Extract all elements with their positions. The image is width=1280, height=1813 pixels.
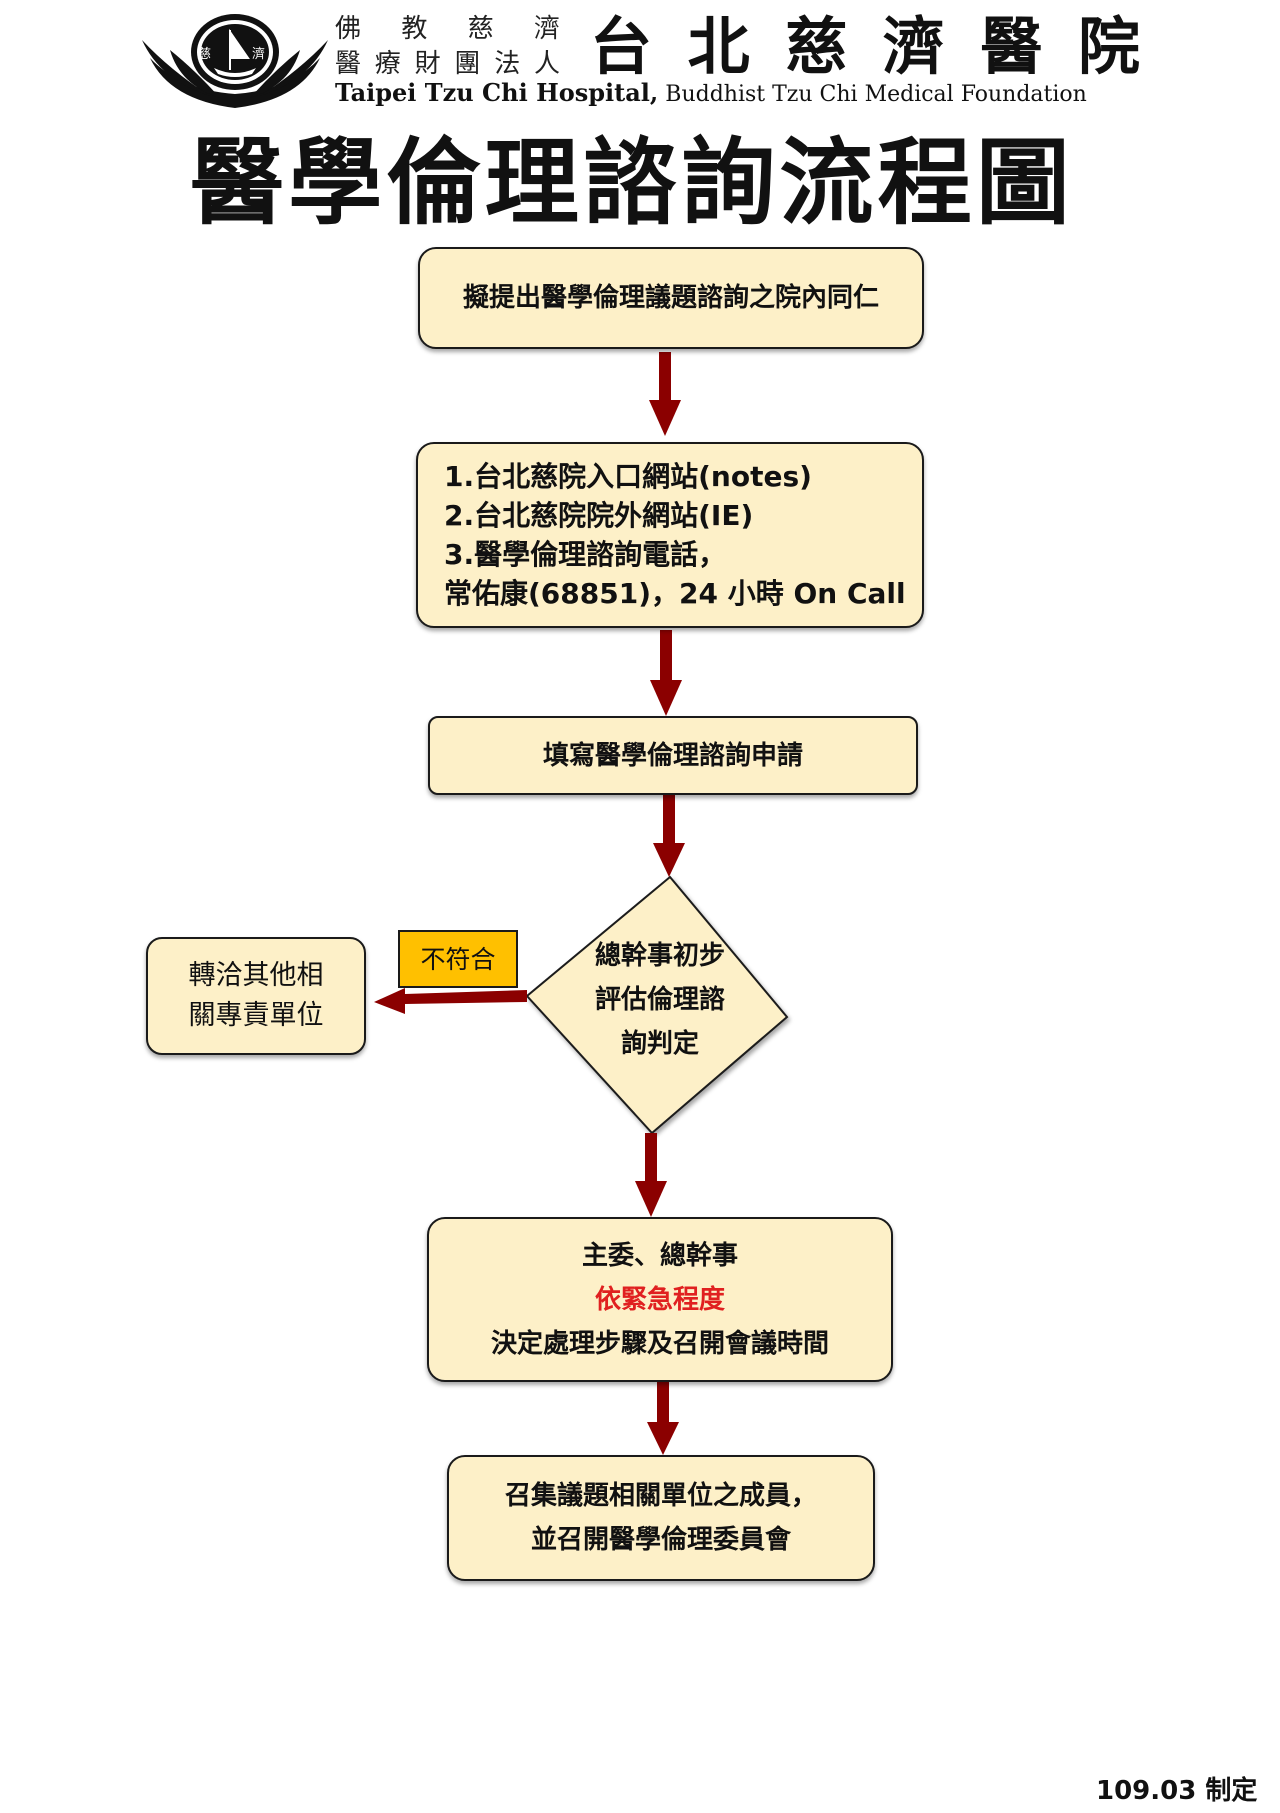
decision-line: 總幹事初步	[594, 941, 725, 971]
hospital-char: 濟	[882, 10, 945, 83]
arrow-shaft	[660, 630, 672, 680]
hospital-name-en-main: Taipei Tzu Chi Hospital,	[335, 78, 659, 107]
hospital-char: 慈	[785, 10, 848, 83]
arrow-head	[647, 1422, 679, 1455]
decision-line: 詢判定	[620, 1029, 699, 1059]
step-contact-channels: 1.台北慈院入口網站(notes) 2.台北慈院院外網站(IE) 3.醫學倫理諮…	[416, 442, 924, 628]
step-text: 擬提出醫學倫理議題諮詢之院內同仁	[462, 283, 879, 313]
reject-arrow	[374, 988, 527, 1014]
step-line: 1.台北慈院入口網站(notes)	[444, 460, 812, 493]
foundation-char: 教	[401, 14, 428, 44]
title-char: 諮	[582, 128, 677, 238]
foundation-char: 濟	[533, 14, 560, 44]
revision-date: 109.03 制定	[1096, 1776, 1258, 1806]
title-char: 程	[877, 128, 972, 238]
title-char: 詢	[681, 128, 776, 238]
logo-char-2: 濟	[252, 46, 265, 62]
hospital-name-cn: 台 北 慈 濟 醫 院	[590, 10, 1140, 84]
hospital-char: 醫	[980, 10, 1043, 83]
foundation-char: 法	[494, 49, 521, 79]
title-char: 理	[484, 128, 579, 238]
arrow-shaft	[663, 795, 675, 843]
step-decide-process: 主委、總幹事 依緊急程度 決定處理步驟及召開會議時間	[427, 1217, 893, 1382]
tzu-chi-lotus-logo: 慈 濟	[142, 14, 328, 108]
step-line: 主委、總幹事	[581, 1240, 738, 1271]
step-staff-request: 擬提出醫學倫理議題諮詢之院內同仁	[418, 247, 924, 349]
decision-text: 總幹事初步 評估倫理諮 詢判定	[580, 934, 740, 1066]
step-text: 填寫醫學倫理諮詢申請	[542, 740, 803, 771]
reject-label-text: 不符合	[420, 945, 496, 974]
title-char: 圖	[975, 128, 1070, 238]
step-line: 2.台北慈院院外網站(IE)	[444, 499, 754, 532]
hospital-name-en: Taipei Tzu Chi Hospital, Buddhist Tzu Ch…	[335, 78, 1087, 107]
step-line: 決定處理步驟及召開會議時間	[490, 1328, 829, 1359]
referral-line: 關專責單位	[188, 1000, 324, 1031]
foundation-line-1: 佛 教 慈 濟	[335, 12, 560, 47]
reject-label: 不符合	[398, 930, 518, 988]
foundation-name-cn: 佛 教 慈 濟 醫 療 財 團 法 人	[335, 12, 560, 82]
hospital-char: 台	[590, 10, 653, 83]
foundation-char: 療	[374, 49, 401, 79]
foundation-char: 佛	[335, 14, 362, 44]
arrow-shaft	[659, 352, 671, 400]
hospital-header: 慈 濟 佛 教 慈 濟 醫 療 財 團 法 人 台 北 慈 濟 醫 院 Taip…	[140, 6, 1140, 116]
title-char: 流	[779, 128, 874, 238]
urgency-highlight: 依緊急程度	[594, 1284, 725, 1315]
logo-char-1: 慈	[198, 47, 211, 62]
arrow-head	[649, 400, 681, 436]
hospital-char: 院	[1077, 10, 1140, 83]
page-title: 醫 學 倫 理 諮 詢 流 程 圖	[190, 128, 1070, 238]
hospital-name-en-sub: Buddhist Tzu Chi Medical Foundation	[658, 82, 1087, 107]
arrow-head	[650, 680, 682, 716]
foundation-char: 人	[533, 49, 560, 79]
foundation-char: 團	[454, 49, 481, 79]
step-line: 召集議題相關單位之成員，	[504, 1481, 817, 1511]
step-line: 常佑康(68851)，24 小時 On Call	[444, 577, 906, 610]
referral-box: 轉洽其他相 關專責單位	[146, 937, 366, 1055]
title-char: 醫	[190, 128, 285, 238]
arrow-shaft	[645, 1133, 657, 1181]
arrow-head	[653, 843, 685, 877]
step-line: 3.醫學倫理諮詢電話，	[444, 538, 727, 571]
hospital-char: 北	[687, 10, 750, 83]
title-char: 學	[288, 128, 383, 238]
foundation-char: 財	[414, 49, 441, 79]
arrow-head	[635, 1181, 667, 1217]
foundation-line-2: 醫 療 財 團 法 人	[335, 47, 560, 82]
title-char: 倫	[386, 128, 481, 238]
step-line: 並召開醫學倫理委員會	[530, 1525, 791, 1555]
decision-line: 評估倫理諮	[594, 985, 725, 1015]
referral-line: 轉洽其他相	[188, 960, 324, 991]
arrow-shaft	[657, 1382, 669, 1422]
foundation-char: 慈	[467, 14, 494, 44]
foundation-char: 醫	[335, 49, 362, 79]
step-convene-committee: 召集議題相關單位之成員， 並召開醫學倫理委員會	[447, 1455, 875, 1581]
step-fill-application: 填寫醫學倫理諮詢申請	[428, 716, 918, 795]
